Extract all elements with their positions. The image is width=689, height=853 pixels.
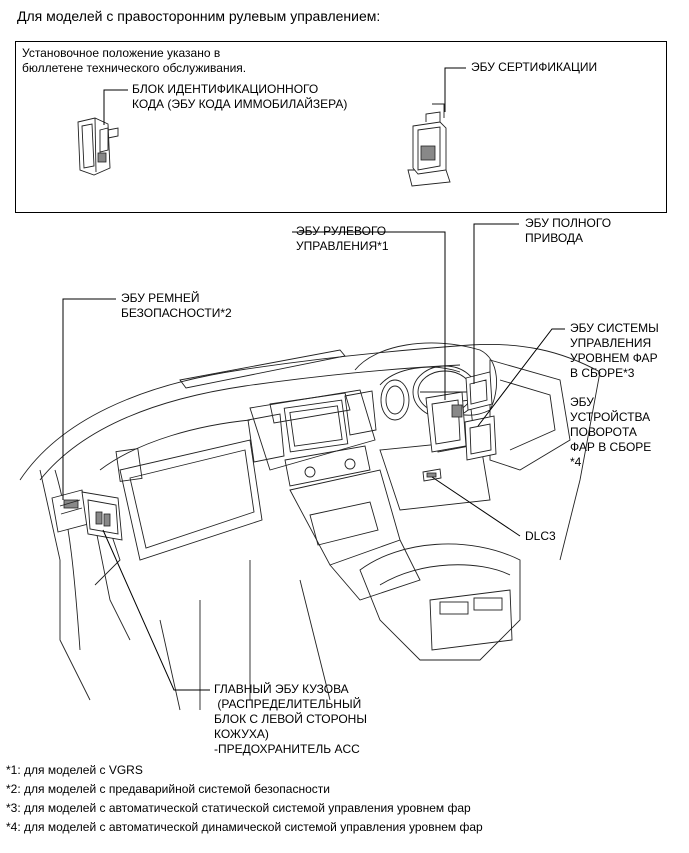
steering-ecu-part — [425, 391, 467, 453]
seatbelt-ecu-label-line1: ЭБУ РЕМНЕЙ — [121, 291, 200, 305]
steering-ecu-leader — [292, 231, 446, 400]
body-ecu-label-line3: БЛОК С ЛЕВОЙ СТОРОНЫ — [214, 712, 367, 726]
dlc3-connector — [422, 468, 442, 482]
dlc3-label: DLC3 — [525, 529, 556, 543]
steering-ecu-label-line1: ЭБУ РУЛЕВОГО — [296, 224, 387, 238]
main-body-ecu-part — [51, 489, 123, 541]
swivel-ecu-label-line5: *4 — [570, 455, 582, 469]
cert-ecu-label: ЭБУ СЕРТИФИКАЦИИ — [471, 60, 598, 74]
seatbelt-ecu-leader — [62, 298, 116, 500]
leveling-ecu-label-line1: ЭБУ СИСТЕМЫ — [570, 321, 659, 335]
swivel-ecu-label-line3: ПОВОРОТА — [570, 425, 637, 439]
awd-ecu-part — [465, 371, 493, 411]
swivel-ecu-label-line1: ЭБУ — [570, 395, 594, 409]
inset-note-line2: бюллетене технического обслуживания. — [22, 61, 247, 75]
body-ecu-label-line1: ГЛАВНЫЙ ЭБУ КУЗОВА — [214, 682, 349, 696]
swivel-ecu-label-line2: УСТРОЙСТВА — [570, 410, 651, 424]
leveling-ecu-label-line2: УПРАВЛЕНИЯ — [570, 336, 652, 350]
inset-note-line1: Установочное положение указано в — [22, 46, 221, 60]
id-code-block-part — [77, 117, 119, 176]
awd-ecu-label-line1: ЭБУ ПОЛНОГО — [525, 216, 612, 230]
footnote-3: *3: для моделей с автоматической статиче… — [6, 801, 471, 815]
leader-lines — [62, 223, 565, 691]
dlc3-leader — [431, 476, 521, 537]
body-ecu-label-line2: (РАСПРЕДЕЛИТЕЛЬНЫЙ — [214, 697, 362, 711]
inset-box — [15, 41, 667, 213]
id-block-label-line2: КОДА (ЭБУ КОДА ИММОБИЛАЙЗЕРА) — [132, 97, 348, 111]
body-ecu-label-line5: -ПРЕДОХРАНИТЕЛЬ ACC — [214, 742, 360, 756]
footnote-1: *1: для моделей с VGRS — [6, 763, 143, 777]
id-block-label-line1: БЛОК ИДЕНТИФИКАЦИОННОГО — [132, 82, 319, 96]
steering-ecu-label-line2: УПРАВЛЕНИЯ*1 — [296, 239, 389, 253]
swivel-ecu-label-line4: ФАР В СБОРЕ — [570, 440, 652, 454]
seatbelt-ecu-label-line2: БЕЗОПАСНОСТИ*2 — [121, 306, 232, 320]
body-ecu-leader — [102, 529, 210, 691]
footnote-4: *4: для моделей с автоматической динамич… — [6, 820, 483, 834]
awd-ecu-leader — [473, 223, 519, 384]
id-block-leader — [103, 89, 128, 125]
footnote-2: *2: для моделей с предаварийной системой… — [6, 782, 330, 796]
leveling-ecu-leader — [477, 328, 565, 427]
cert-ecu-leader — [444, 67, 466, 112]
awd-ecu-label-line2: ПРИВОДА — [525, 231, 584, 245]
cert-ecu-part — [407, 103, 451, 187]
leveling-ecu-label-line3: УРОВНЕМ ФАР — [570, 351, 658, 365]
page-heading: Для моделей с правосторонним рулевым упр… — [17, 8, 381, 24]
body-ecu-label-line4: КОЖУХА) — [214, 727, 269, 741]
